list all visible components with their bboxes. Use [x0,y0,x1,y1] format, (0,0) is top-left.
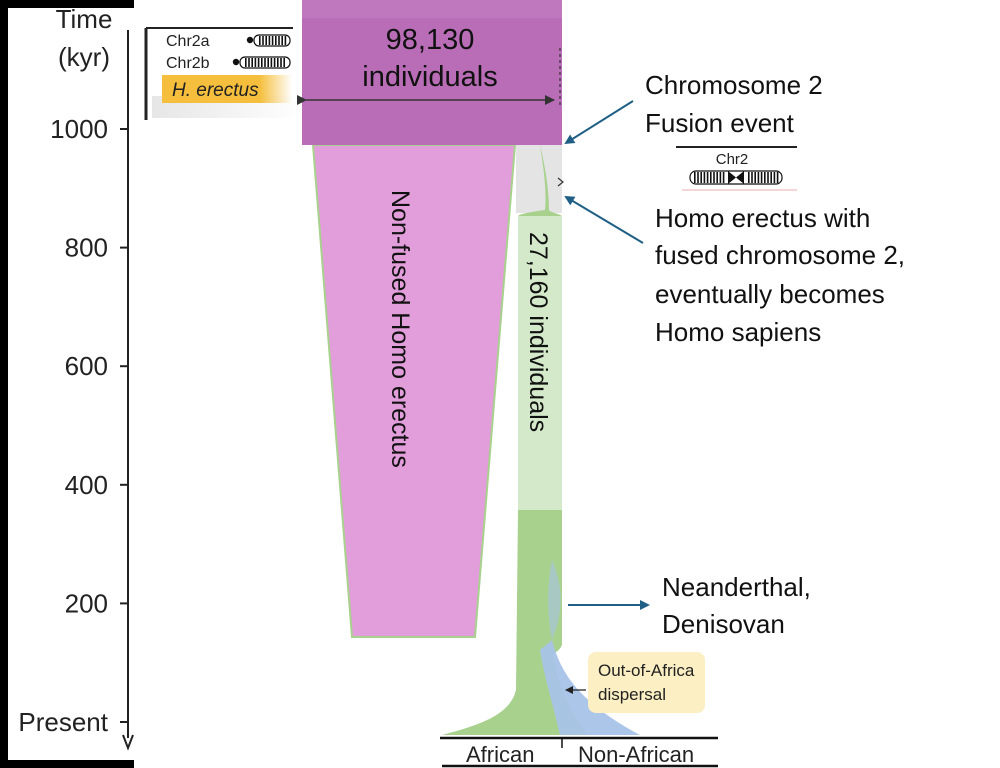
erectus-arrow [564,195,644,244]
axis-tick-label: 600 [65,351,108,381]
ancestral-population-block [302,0,562,145]
fused-lineage: 27,160 individuals [442,145,640,735]
ancestral-population: 98,130 individuals [297,0,562,145]
ancestral-unit: individuals [362,61,497,93]
axis-tick-label: 800 [65,233,108,263]
axis-tick-label: Present [18,707,108,737]
chr2-label: Chr2 [716,151,749,168]
chr2a-label: Chr2a [166,33,210,50]
chromosome-legend: Chr2a Chr2b H. erectus [144,27,302,120]
nonfused-label: Non-fused Homo erectus [386,190,414,468]
axis-tick-label: 400 [65,470,108,500]
chr2b-chromosome-icon [232,56,291,69]
species-highlight [162,75,292,103]
chr2a-chromosome-icon [246,34,291,47]
erectus-callout-line4: Homo sapiens [655,317,821,347]
axis-title-unit: (kyr) [58,42,110,72]
non-african-label: Non-African [578,742,694,767]
ooa-box [588,652,705,713]
left-frame-inner [8,8,134,760]
fusion-callout-line1: Chromosome 2 [645,70,823,100]
fused-population-label-bg [518,216,562,510]
fusion-callout-line2: Fusion event [645,108,795,138]
archaic-lineage [548,560,561,640]
erectus-callout-line1: Homo erectus with [655,203,870,233]
african-label: African [466,742,534,767]
fusion-interval-bg [516,145,562,213]
erectus-callout-line3: eventually becomes [655,279,885,309]
axis-title-time: Time [56,4,113,34]
non-african-lineage [540,640,640,735]
time-axis-arrow-icon [122,734,134,751]
archaic-callout-line1: Neanderthal, [662,572,811,602]
ooa-line1: Out-of-Africa [598,661,695,680]
erectus-callout-line2: fused chromosome 2, [655,240,905,270]
archaic-callout-line2: Denisovan [662,609,785,639]
chr2b-label: Chr2b [166,55,210,72]
fused-population-label: 27,160 individuals [524,232,552,432]
axis-tick-label: 1000 [50,114,108,144]
ancestral-block-highlight [302,0,562,18]
axis-tick-label: 200 [65,588,108,618]
ancestral-count: 98,130 [386,24,475,56]
ooa-line2: dispersal [598,685,666,704]
fusion-arrow [564,100,634,145]
species-label: H. erectus [172,80,259,101]
fused-chr2-icon: Chr2 [676,146,797,191]
small-pointer-icon [557,177,564,187]
